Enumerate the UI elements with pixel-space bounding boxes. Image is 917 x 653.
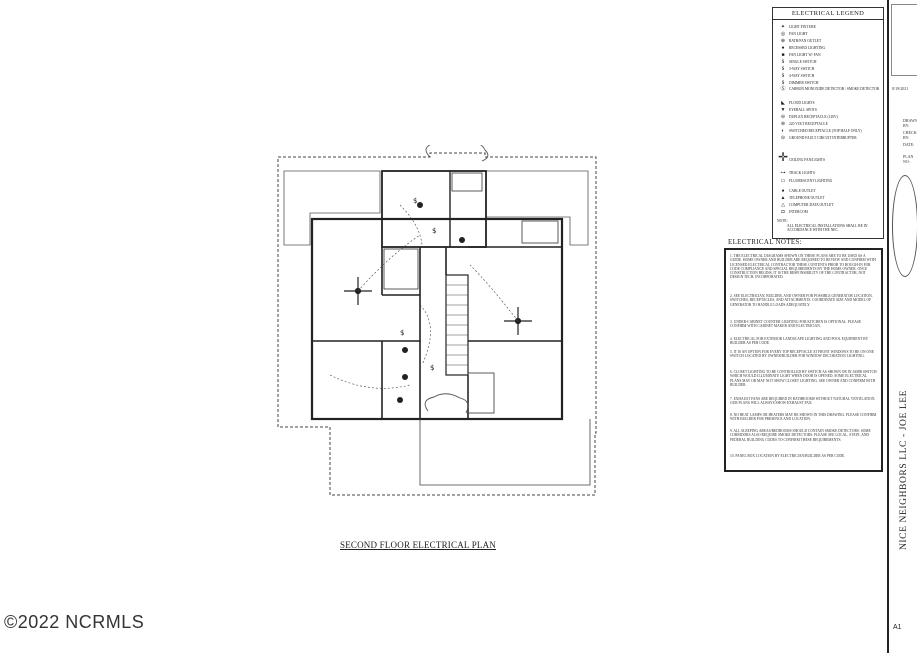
legend-note: ALL ELECTRICAL INSTALLATIONS SHALL BE IN…: [787, 224, 868, 232]
legend-row: ◎FAN LIGHT: [777, 31, 881, 38]
legend-row: ⊜220 VOLT RECEPTACLE: [777, 121, 881, 128]
legend-row: ⊶TRACK LIGHTS: [777, 170, 881, 177]
legend-row: ■FAN LIGHT W/ FAN: [777, 52, 881, 59]
notes-heading: ELECTRICAL NOTES:: [728, 238, 802, 246]
note-item: 2. SEE ELECTRICIAN, BUILDER, AND OWNER F…: [730, 294, 873, 307]
legend-row: $SINGLE SWITCH: [777, 59, 881, 66]
left-roof-wing: [283, 170, 381, 246]
note-item: 3. UNDER-CABINET COUNTER LIGHTING FOR KI…: [730, 320, 862, 329]
floor-walls: [310, 217, 564, 421]
date-label: DATE:: [903, 142, 915, 147]
detector-icon: Ⓢ: [780, 87, 786, 92]
legend-row: ▼EYEBALL SPOTS: [777, 107, 881, 114]
legend-note-label: NOTE:: [777, 219, 788, 223]
legend-row: $DIMMER SWITCH: [777, 80, 881, 87]
legend-row: △COMPUTER DATA OUTLET: [777, 202, 881, 209]
legend-row: $4-WAY SWITCH: [777, 73, 881, 80]
switch-icon: $: [781, 74, 785, 79]
shower: [467, 372, 495, 414]
legend-row: ⊕BATH/FAN OUTLET: [777, 38, 881, 45]
svg-text:$: $: [400, 329, 404, 337]
legend-row: ◘INTERCOM: [777, 209, 881, 216]
roof-cloud-bottom: [424, 393, 469, 414]
light-fixture-icon: [397, 397, 403, 403]
fan-light-icon: ◎: [780, 32, 786, 37]
switch-icon: $: [781, 67, 785, 72]
svg-text:$: $: [430, 364, 434, 372]
legend-row: ◣FLOOD LIGHTS: [777, 100, 881, 107]
legend-row: ✛CEILING FAN/LIGHTS: [777, 150, 825, 164]
switch-icon: $: [781, 60, 785, 65]
light-fixture-icon: [417, 202, 423, 208]
svg-text:$: $: [432, 227, 436, 235]
second-floor-electrical-plan: $ $ $ $: [277, 145, 597, 496]
legend-row: ▭FLUORESCENT LIGHTING: [777, 178, 881, 185]
note-item: 10. PANEL BOX LOCATION BY ELECTRICIAN/BU…: [730, 454, 846, 458]
legend-row: ▲TELEPHONE OUTLET: [777, 195, 881, 202]
ceiling-light-icon: ✦: [780, 25, 786, 30]
track-light-icon: ⊶: [780, 171, 786, 176]
flood-light-icon: ◣: [781, 101, 785, 106]
sheet-number: A1: [893, 624, 902, 631]
roof-outline: [277, 152, 597, 496]
outlet-icon: ⊖: [780, 115, 786, 120]
legend-row: ⊖DUPLEX RECEPTACLE (120V): [777, 114, 881, 121]
lower-bumpout: [419, 419, 591, 486]
legend-row: ●CABLE OUTLET: [777, 188, 881, 195]
title-block: 8/19/2021 DRAWN BY: CHECKED BY: DATE: PL…: [887, 0, 917, 653]
bath-fan-icon: ⊕: [780, 39, 786, 44]
closet: [521, 220, 559, 244]
electrical-legend: ELECTRICAL LEGEND ✦LIGHT FIXTURE ◎FAN LI…: [772, 7, 884, 239]
legend-row: ✦LIGHT FIXTURE: [777, 24, 881, 31]
computer-icon: △: [781, 203, 785, 208]
switch-icon: $: [781, 81, 785, 86]
roof-cloud-top: [425, 145, 489, 162]
plan-title: SECOND FLOOR ELECTRICAL PLAN: [339, 540, 497, 550]
recessed-light-icon: ●: [781, 46, 785, 51]
legend-row: $3-WAY SWITCH: [777, 66, 881, 73]
fluorescent-icon: ▭: [780, 179, 786, 184]
top-bath-walls: [381, 170, 487, 248]
legend-row: ●RECESSED LIGHTING: [777, 45, 881, 52]
note-item: 9. ALL SLEEPING AREAS/BEDROOMS SHOULD CO…: [730, 429, 871, 442]
drawn-by-label: DRAWN BY:: [903, 118, 917, 128]
gfci-icon: ⊝: [780, 136, 786, 141]
date-value: 8/19/2021: [892, 86, 909, 91]
legend-row: ◐SWITCHED RECEPTACLE (TOP HALF ONLY): [777, 128, 881, 135]
fan-light-icon: ■: [781, 53, 785, 58]
svg-text:$: $: [413, 197, 417, 205]
note-item: 4. ELECTRICAL FOR EXTERIOR LANDSCAPE LIG…: [730, 337, 869, 346]
note-item: 8. NO HEAT LAMPS OR HEATERS MAY BE SHOWN…: [730, 413, 877, 422]
ceiling-fan-icon: ✛: [777, 150, 789, 164]
tub: [451, 172, 483, 192]
light-fixture-icon: [402, 374, 408, 380]
checked-by-label: CHECKED BY:: [903, 130, 917, 140]
watermark: ©2022 NCRMLS: [4, 612, 145, 632]
intercom-icon: ◘: [781, 210, 785, 215]
outlet-icon: ◐: [781, 129, 785, 134]
phone-icon: ▲: [780, 196, 786, 201]
closet: [383, 248, 419, 290]
note-item: 7. EXHAUST FANS ARE REQUIRED IN BATHROOM…: [730, 397, 876, 406]
company-name: NICE NEIGHBORS LLC - JOE LEE: [899, 389, 909, 551]
outlet-icon: ⊜: [780, 122, 786, 127]
note-item: 5. IT IS AN OPTION FOR EVERY TOP RECEPTA…: [730, 350, 874, 359]
note-item: 1. THE ELECTRICAL DIAGRAMS SHOWN ON THES…: [730, 254, 876, 280]
legend-row: ⊝GROUND FAULT CIRCUIT INTERRUPTER: [777, 135, 881, 142]
electrical-notes: 1. THE ELECTRICAL DIAGRAMS SHOWN ON THES…: [724, 248, 883, 472]
right-roof-wing: [485, 170, 589, 246]
company-logo: [892, 175, 917, 277]
plan-no-label: PLAN NO:: [903, 154, 914, 164]
legend-title: ELECTRICAL LEGEND: [773, 8, 883, 20]
light-fixture-icon: [459, 237, 465, 243]
note-item: 6. CLOSET LIGHTING TO BE CONTROLLED BY S…: [730, 370, 877, 387]
light-fixture-icon: [402, 347, 408, 353]
cable-icon: ●: [781, 189, 785, 194]
eyeball-icon: ▼: [780, 108, 786, 113]
designer-stamp: [891, 4, 917, 76]
